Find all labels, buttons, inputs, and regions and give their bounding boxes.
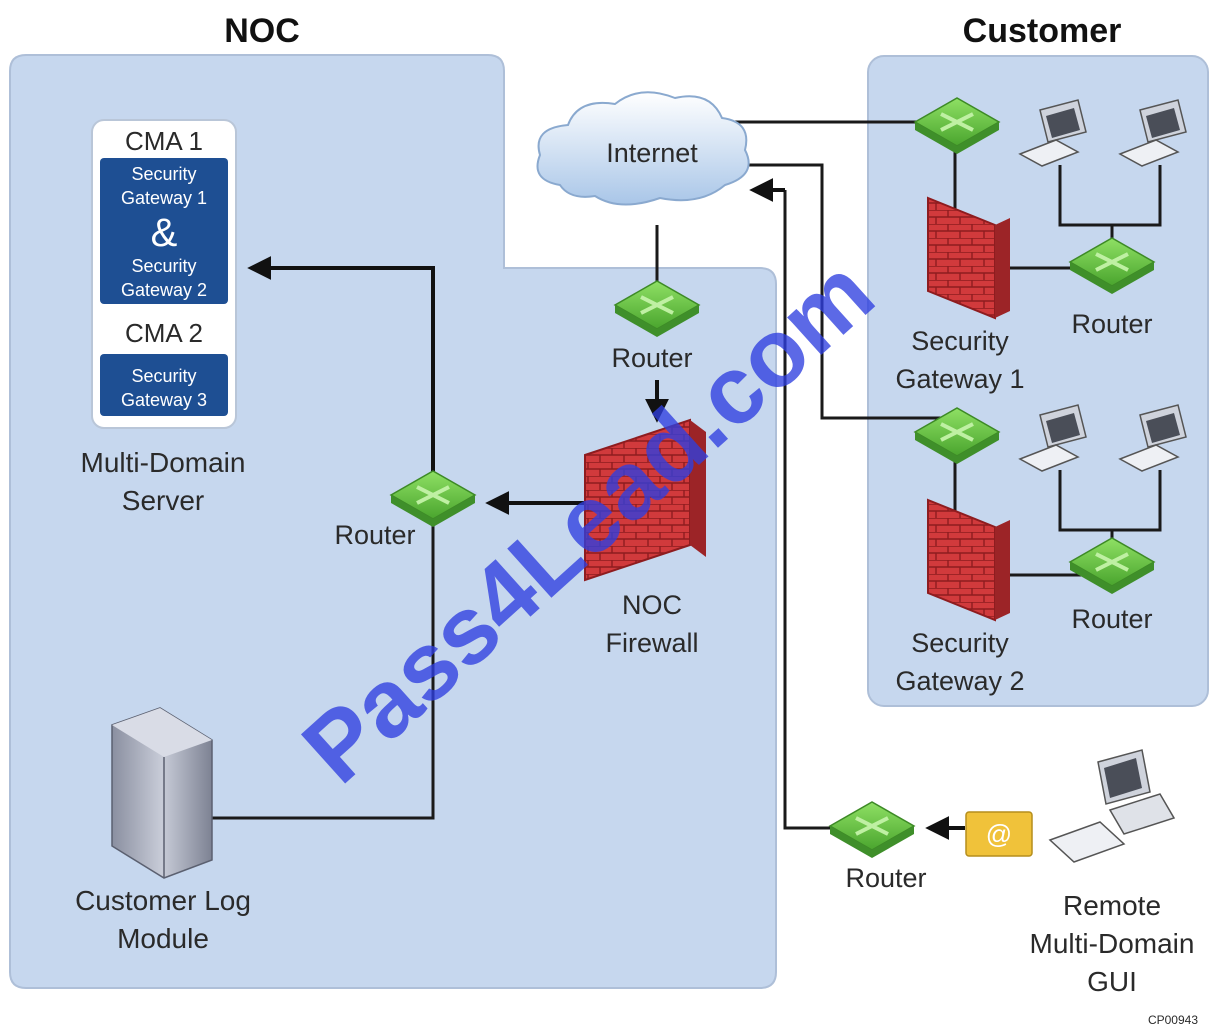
server-tower-icon — [111, 707, 213, 879]
gw2-label-1: Security — [911, 628, 1009, 658]
remote-gui-label-2: Multi-Domain — [1030, 928, 1195, 959]
remote-gui-label-3: GUI — [1087, 966, 1137, 997]
router-label: Router — [1071, 604, 1152, 634]
figure-code: CP00943 — [1148, 1013, 1198, 1027]
router-icon — [913, 97, 1001, 154]
cma1-line-1: Security — [131, 164, 196, 184]
log-module-label-2: Module — [117, 923, 209, 954]
cma1-label: CMA 1 — [125, 126, 203, 156]
cma1-line-3: & — [151, 211, 178, 255]
gw1-label-1: Security — [911, 326, 1009, 356]
noc-header: NOC — [224, 12, 300, 50]
cma1-line-2: Gateway 1 — [121, 188, 207, 208]
noc-firewall-label-2: Firewall — [605, 628, 698, 658]
router-icon — [1068, 237, 1156, 294]
router-label: Router — [611, 343, 692, 373]
cma2-line-2: Gateway 3 — [121, 390, 207, 410]
router-label: Router — [334, 520, 415, 550]
cma1-box — [100, 158, 228, 304]
router-label: Router — [845, 863, 926, 893]
router-icon — [613, 280, 701, 337]
firewall-icon — [927, 196, 1010, 320]
computer-icon — [1118, 99, 1187, 167]
internet-cloud: Internet — [536, 91, 750, 206]
multi-domain-server: CMA 1 Security Gateway 1 & Security Gate… — [91, 119, 237, 429]
firewall-icon — [584, 418, 706, 582]
router-label: Router — [1071, 309, 1152, 339]
router-icon — [828, 801, 916, 858]
email-symbol: @ — [986, 819, 1012, 849]
router-icon — [389, 470, 477, 527]
cma2-line-1: Security — [131, 366, 196, 386]
firewall-icon — [927, 498, 1010, 622]
email-icon: @ — [965, 811, 1033, 857]
cma2-label: CMA 2 — [125, 318, 203, 348]
cma1-line-5: Gateway 2 — [121, 280, 207, 300]
cma1-line-4: Security — [131, 256, 196, 276]
log-module-label-1: Customer Log — [75, 885, 251, 916]
computer-icon — [1018, 99, 1087, 167]
customer-header: Customer — [963, 12, 1122, 50]
cma2-box — [100, 354, 228, 416]
remote-gui-label-1: Remote — [1063, 890, 1161, 921]
router-icon — [913, 407, 1001, 464]
router-icon — [1068, 537, 1156, 594]
computer-icon — [1118, 404, 1187, 472]
mds-label-1: Multi-Domain — [81, 447, 246, 478]
computer-icon — [1018, 404, 1087, 472]
remote-computer-icon — [1048, 749, 1176, 863]
gw2-label-2: Gateway 2 — [895, 666, 1024, 696]
mds-label-2: Server — [122, 485, 204, 516]
noc-firewall-label-1: NOC — [622, 590, 682, 620]
gw1-label-2: Gateway 1 — [895, 364, 1024, 394]
flow-arrows — [247, 178, 965, 840]
internet-label: Internet — [606, 138, 698, 168]
